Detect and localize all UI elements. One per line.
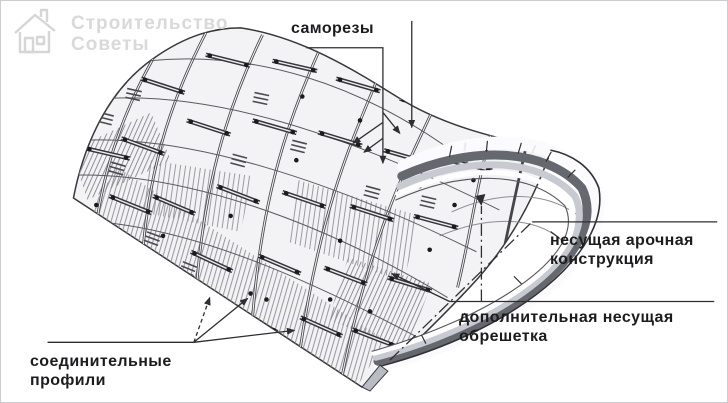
label-profiles-line1: соединительные bbox=[30, 353, 172, 370]
label-screws: саморезы bbox=[291, 19, 374, 38]
label-profiles: соединительные профили bbox=[30, 352, 172, 390]
label-arch-line1: несущая арочная bbox=[550, 232, 694, 249]
label-lathing-line2: обрешетка bbox=[459, 328, 548, 345]
label-lathing-line1: дополнительная несущая bbox=[459, 309, 674, 326]
label-lathing: дополнительная несущая обрешетка bbox=[459, 308, 674, 346]
label-screws-text: саморезы bbox=[291, 20, 374, 37]
label-arch-structure: несущая арочная конструкция bbox=[550, 231, 694, 269]
label-arch-line2: конструкция bbox=[550, 251, 654, 268]
leader-lines bbox=[47, 20, 718, 361]
arch-end-rim bbox=[371, 136, 605, 372]
sheet-grid bbox=[73, 32, 529, 386]
sheet-foot-edge bbox=[361, 364, 389, 392]
label-profiles-line2: профили bbox=[30, 372, 106, 389]
